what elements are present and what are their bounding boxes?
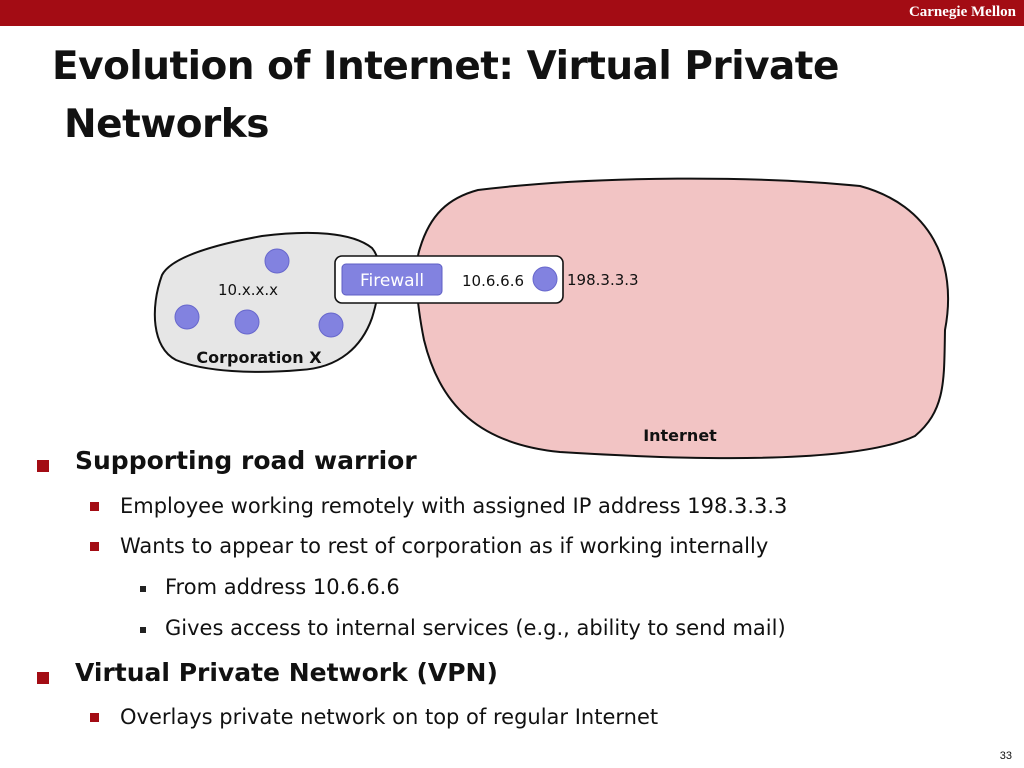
corp-host-node <box>174 304 200 330</box>
corporation-cloud <box>153 231 381 373</box>
bullet-marker <box>37 672 49 684</box>
bullet-marker <box>140 586 146 592</box>
corp-host-node <box>264 248 290 274</box>
corp-subnet-label: 10.x.x.x <box>218 281 278 299</box>
corporation-label: Corporation X <box>196 348 322 367</box>
bullet-item: Virtual Private Network (VPN) <box>37 658 498 687</box>
page-number: 33 <box>999 750 1012 762</box>
bullet-marker <box>90 713 99 722</box>
firewall-label: Firewall <box>360 271 424 291</box>
firewall-box <box>341 263 443 296</box>
outer-address-label: 198.3.3.3 <box>567 271 639 289</box>
bullet-item: Supporting road warrior <box>37 446 417 475</box>
bullet-marker <box>90 502 99 511</box>
inner-address-label: 10.6.6.6 <box>462 272 524 290</box>
slide-title-line-1: Evolution of Internet: Virtual Private <box>52 44 839 89</box>
corp-host-node <box>234 309 260 335</box>
bullet-text: Employee working remotely with assigned … <box>120 494 788 518</box>
bullet-text: Gives access to internal services (e.g.,… <box>165 616 786 640</box>
bullet-text: Overlays private network on top of regul… <box>120 705 659 729</box>
internet-cloud <box>415 177 950 460</box>
slide-title: Evolution of Internet: Virtual Private N… <box>52 38 952 154</box>
bullet-marker <box>140 627 146 633</box>
bullet-item: Gives access to internal services (e.g.,… <box>140 616 786 640</box>
bullet-item: Wants to appear to rest of corporation a… <box>90 534 769 558</box>
bullet-text: From address 10.6.6.6 <box>165 575 400 599</box>
header-bar: Carnegie Mellon <box>0 0 1024 26</box>
slide-title-line-2: Networks <box>64 102 269 147</box>
corp-host-node <box>318 312 344 338</box>
bullet-item: From address 10.6.6.6 <box>140 575 400 599</box>
gateway-node <box>532 266 558 292</box>
bullet-marker <box>90 542 99 551</box>
bullet-text: Virtual Private Network (VPN) <box>75 658 498 687</box>
internet-label: Internet <box>643 426 717 445</box>
bullet-text: Supporting road warrior <box>75 446 417 475</box>
bullet-item: Overlays private network on top of regul… <box>90 705 659 729</box>
bullet-item: Employee working remotely with assigned … <box>90 494 788 518</box>
bullet-text: Wants to appear to rest of corporation a… <box>120 534 769 558</box>
brand-name: Carnegie Mellon <box>908 4 1016 20</box>
bullet-marker <box>37 460 49 472</box>
